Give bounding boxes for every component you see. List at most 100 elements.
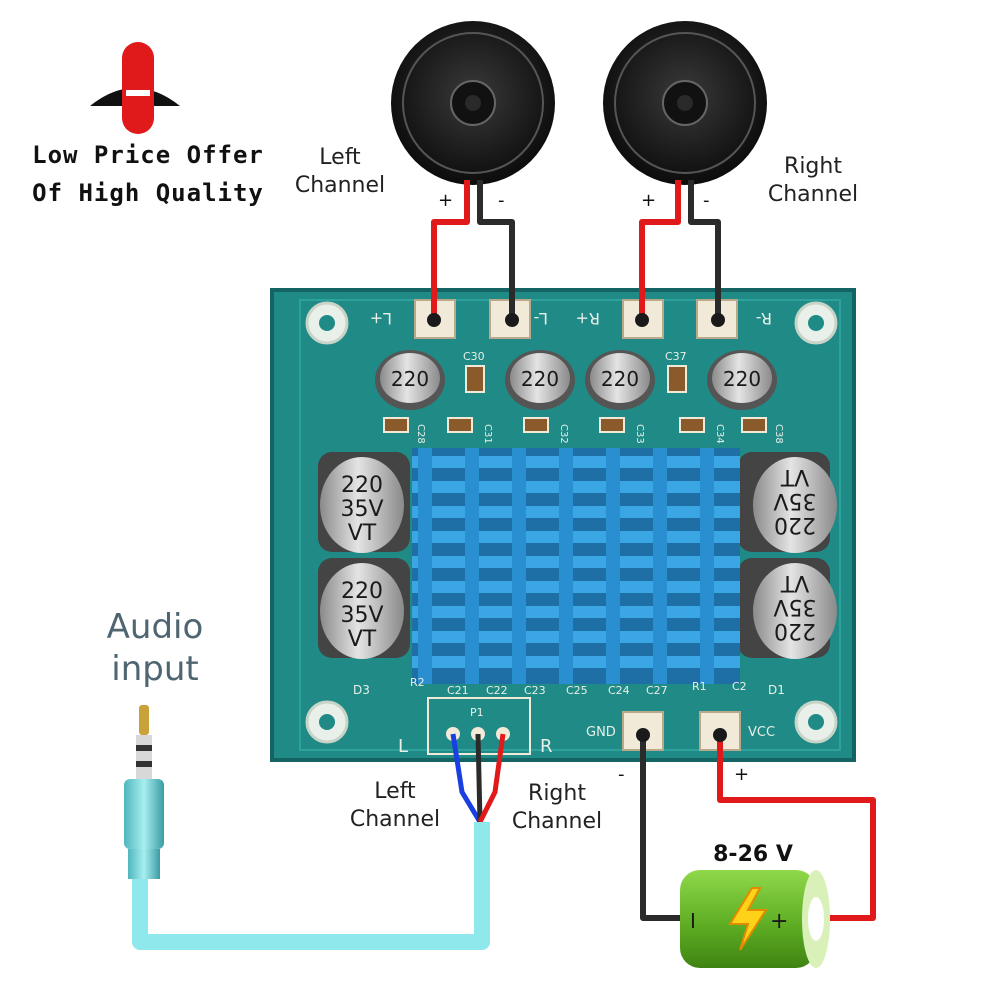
label-line: input — [111, 649, 199, 689]
heatsink-fin-row — [412, 556, 740, 568]
cap-value: 35V — [773, 594, 816, 619]
terminal-label: L+ — [370, 309, 392, 328]
cap-value: 35V — [340, 603, 383, 628]
left-speaker-icon — [391, 21, 555, 185]
smd-components — [383, 365, 767, 433]
cap-value: 220 — [723, 367, 761, 391]
part-label: C2 — [732, 680, 747, 693]
cap-value: 220 — [341, 473, 383, 498]
heatsink-fin-column — [512, 448, 526, 684]
heatsink-fin-row — [412, 456, 740, 468]
board-silkscreen: L+ L- R+ R- C30 C37 C28 C31 C32 C33 C34 … — [353, 309, 785, 757]
cap-value: 220 — [341, 579, 383, 604]
input-left-label: Left Channel — [340, 778, 450, 834]
cap-label: C38 — [773, 424, 784, 444]
heatsink-fin-row — [412, 656, 740, 668]
cap-value: 220 — [601, 367, 639, 391]
heatsink-fin-column — [559, 448, 573, 684]
terminal-label: L- — [534, 309, 548, 328]
cap-value: 220 — [391, 367, 429, 391]
small-capacitors — [375, 350, 777, 410]
cap-value: 220 — [774, 618, 816, 643]
part-label: C25 — [566, 684, 588, 697]
heatsink-fin-column — [606, 448, 620, 684]
battery-minus-label: I — [690, 909, 696, 933]
gnd-label: GND — [586, 725, 616, 740]
cap-value: 220 — [774, 512, 816, 537]
header-label: P1 — [470, 706, 484, 719]
part-label: C23 — [524, 684, 546, 697]
power-wires — [640, 735, 876, 921]
cap-value: VT — [348, 627, 377, 652]
voltage-label: 8-26 V — [713, 842, 793, 867]
left-plus-sign: + — [438, 190, 454, 211]
side-label-l: L — [398, 736, 408, 757]
big-cap-prints: 220 35V VT 220 35V VT 220 35V VT 220 35V… — [340, 464, 816, 652]
diode-label: D1 — [768, 683, 785, 697]
heatsink-fin-column — [418, 448, 432, 684]
side-label-r: R — [540, 736, 553, 757]
heatsink-fin-row — [412, 606, 740, 618]
logo-text-line2: Of High Quality — [32, 179, 264, 207]
label-line: Audio — [106, 607, 204, 647]
cap-label: C37 — [665, 350, 687, 363]
right-speaker-icon — [603, 21, 767, 185]
audio-cable — [132, 822, 490, 950]
cap-value: VT — [780, 464, 809, 489]
cap-label: C31 — [482, 424, 493, 444]
heatsink-fins — [412, 448, 740, 684]
part-label: C22 — [486, 684, 508, 697]
heatsink-fin-row — [412, 481, 740, 493]
heatsink-fin-column — [465, 448, 479, 684]
logo-icon — [90, 42, 180, 134]
terminal-label: R+ — [575, 309, 600, 328]
cap-value: VT — [348, 521, 377, 546]
heatsink-fin-row — [412, 506, 740, 518]
capacitor-prints: 220 220 220 220 — [391, 367, 761, 391]
speaker-wires — [431, 180, 721, 320]
heatsink-fin-row — [412, 631, 740, 643]
cap-label: C32 — [558, 424, 569, 444]
audio-input-label: Audio input — [80, 606, 230, 690]
label-line: Right — [528, 781, 586, 806]
label-line: Channel — [767, 182, 859, 207]
heatsink-fin-row — [412, 581, 740, 593]
cap-label: C28 — [415, 424, 426, 444]
cap-label: C33 — [634, 424, 645, 444]
input-wires — [450, 733, 506, 824]
right-speaker-label: Right Channel — [758, 153, 868, 209]
label-line: Left — [319, 145, 361, 170]
logo-text-line1: Low Price Offer — [32, 141, 264, 169]
left-speaker-label: Left Channel — [290, 144, 390, 200]
cap-value: 35V — [340, 497, 383, 522]
cap-value: 35V — [773, 488, 816, 513]
vcc-label: VCC — [748, 725, 775, 740]
cap-label: C34 — [714, 424, 725, 444]
gnd-minus-sign: - — [618, 764, 625, 785]
input-right-label: Right Channel — [502, 780, 612, 836]
left-minus-sign: - — [498, 190, 505, 211]
battery-plus-label: + — [770, 909, 788, 934]
label-line: Channel — [349, 807, 441, 832]
part-label: R1 — [692, 680, 707, 693]
part-label: C21 — [447, 684, 469, 697]
heatsink-fin-column — [700, 448, 714, 684]
part-label: C27 — [646, 684, 668, 697]
right-plus-sign: + — [641, 190, 657, 211]
cap-value: 220 — [521, 367, 559, 391]
part-label: C24 — [608, 684, 630, 697]
battery-icon — [680, 870, 830, 968]
diode-label: D3 — [353, 683, 370, 697]
heatsink-fin-column — [653, 448, 667, 684]
right-minus-sign: - — [703, 190, 710, 211]
audio-jack-icon — [124, 705, 164, 879]
part-label: R2 — [410, 676, 425, 689]
terminal-label: R- — [756, 309, 772, 328]
cap-label: C30 — [463, 350, 485, 363]
cap-value: VT — [780, 570, 809, 595]
label-line: Right — [784, 154, 842, 179]
label-line: Channel — [511, 809, 603, 834]
label-line: Left — [374, 779, 416, 804]
